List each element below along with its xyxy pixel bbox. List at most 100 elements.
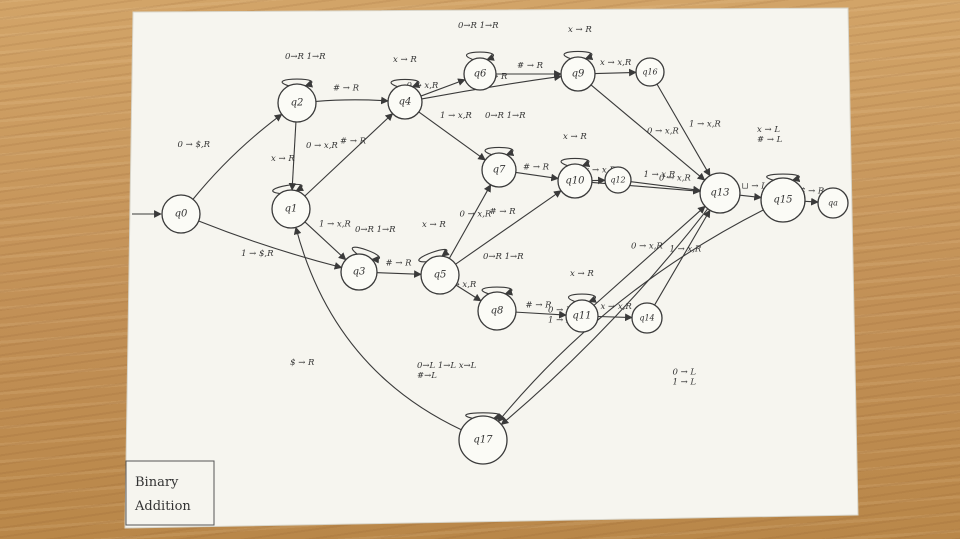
transition-q6-q6-label: 0→R 1→R xyxy=(458,21,499,31)
state-q17-circle xyxy=(458,415,508,465)
transition-q3-q5-label: # → R xyxy=(386,259,413,269)
transition-q5-q8-arrow xyxy=(455,284,482,302)
state-q14-label: q14 xyxy=(639,314,654,323)
transition-q17-q1-label: $ → R xyxy=(290,358,315,368)
state-q9-circle xyxy=(560,56,596,92)
state-q2-label: q2 xyxy=(291,98,304,109)
transition-q16-q13-label: 1 → x,R xyxy=(689,120,721,130)
transition-q5-q7-label: 0 → x,R xyxy=(460,210,492,220)
state-q9-label: q9 xyxy=(572,69,585,80)
state-q6-label: q6 xyxy=(474,69,487,80)
transition-q4-q7-arrow xyxy=(418,111,486,161)
transition-q6-q6-loop xyxy=(465,51,495,61)
transition-q1-q3-label: 1 → x,R xyxy=(319,220,351,230)
transition-q9-q13-label: 0 → x,R xyxy=(647,127,679,137)
transition-q0-q3-arrow xyxy=(198,220,343,270)
transition-q10-q10-loop xyxy=(560,157,591,168)
state-q11: q11 xyxy=(565,299,599,333)
state-q3-circle xyxy=(340,253,378,291)
transition-q11-q13-label: 0 → x,R xyxy=(631,242,663,252)
state-q15-label: q15 xyxy=(773,195,792,206)
state-q17-label: q17 xyxy=(473,435,493,446)
state-q10: q10 xyxy=(557,163,593,199)
state-q16: q16 xyxy=(635,57,665,87)
state-q8-circle xyxy=(477,291,517,331)
state-q11-circle xyxy=(565,299,599,333)
transition-q2-q4-label: # → R xyxy=(333,84,360,94)
transition-q12-q13-arrow xyxy=(630,181,701,194)
transition-q2-q2-label: 0→R 1→R xyxy=(285,52,326,62)
transition-q11-q13-arrow xyxy=(593,205,706,306)
paper-sheet xyxy=(124,7,859,529)
transition-q4-q9-arrow xyxy=(421,73,562,100)
state-q13: q13 xyxy=(699,172,741,214)
state-q4: q4 xyxy=(387,84,423,120)
transition-q15-q15-label: x → L# → L xyxy=(757,125,783,145)
transition-q7-q7-label: 0→R 1→R xyxy=(485,111,526,121)
transition-q1-q4-arrow xyxy=(304,113,394,197)
state-q1: q1 xyxy=(271,189,311,229)
transition-q8-q8-label: 0→R 1→R xyxy=(483,252,524,262)
state-q7-circle xyxy=(481,152,517,188)
state-q0-label: q0 xyxy=(175,209,188,220)
transition-q1-q1-label: x → R xyxy=(271,154,295,164)
state-q6-circle xyxy=(463,57,497,91)
transition-q8-q8-loop xyxy=(481,286,514,296)
transition-q1-q3-arrow xyxy=(304,221,347,261)
transition-q1-q4-label: # → R xyxy=(340,137,367,147)
transition-q9-q16-label: x → x,R xyxy=(600,58,632,68)
state-q5: q5 xyxy=(420,255,460,295)
state-q7: q7 xyxy=(481,152,517,188)
transition-q5-q5-label: x → R xyxy=(422,220,446,230)
transition-q10-q10-label: x → R xyxy=(563,132,587,142)
transition-q4-q7-label: 1 → x,R xyxy=(440,111,472,121)
state-q13-circle xyxy=(699,172,741,214)
transition-q17-q1-arrow xyxy=(293,226,462,431)
transition-q3-q3-label: 0→R 1→R xyxy=(355,225,396,235)
transition-q4-q6-arrow xyxy=(420,78,466,97)
transition-layer xyxy=(132,50,819,431)
corner-label: Binary Addition xyxy=(125,460,215,526)
state-q15-circle xyxy=(760,177,806,223)
transition-q2-q2-loop xyxy=(281,78,314,88)
state-qa: qa xyxy=(817,187,849,219)
transition-q11-q14-label: x → x,R xyxy=(601,302,633,312)
transition-q0-q3-label: 1 → $,R xyxy=(241,249,274,259)
state-q12-label: q12 xyxy=(610,176,625,185)
transition-q15-q15-loop xyxy=(766,173,801,183)
transition-q3-q3-loop xyxy=(351,246,380,264)
state-q10-label: q10 xyxy=(565,176,585,187)
state-q2: q2 xyxy=(277,83,317,123)
transition-q9-q9-loop xyxy=(563,50,594,61)
transition-q7-q10-arrow xyxy=(515,171,559,182)
state-q1-label: q1 xyxy=(285,204,298,215)
transition-q15-qa-label: $ → R xyxy=(800,187,825,197)
transition-q11-q11-loop xyxy=(567,293,597,303)
state-q12: q12 xyxy=(604,166,632,194)
transition-q11-q11-label: x → R xyxy=(570,269,594,279)
transition-q0-q2-arrow xyxy=(192,113,283,200)
state-q1-circle xyxy=(271,189,311,229)
transition-label-layer: 0 → $,R1 → $,R0→R 1→R# → R0 → x,Rx → R# … xyxy=(178,21,825,387)
transition-q4-q4-loop xyxy=(390,78,421,89)
transition-q5-q7-arrow xyxy=(448,184,492,259)
transition-q16-q13-arrow xyxy=(656,83,711,177)
transition-q5-q8-label: 1 → x,R xyxy=(445,280,477,290)
state-q12-circle xyxy=(604,166,632,194)
state-qa-circle xyxy=(817,187,849,219)
transition-q9-q13-arrow xyxy=(590,84,706,181)
state-q13-label: q13 xyxy=(710,188,729,199)
transition-q9-q9-label: x → R xyxy=(568,25,592,35)
transition-q17-q17-label: 0→L 1→L x→L#→L xyxy=(417,361,477,381)
state-q5-label: q5 xyxy=(434,270,447,281)
transition-q3-q5-arrow xyxy=(376,270,422,278)
state-qa-label: qa xyxy=(828,199,838,208)
state-q8-label: q8 xyxy=(491,306,504,317)
state-q4-circle xyxy=(387,84,423,120)
state-q6: q6 xyxy=(463,57,497,91)
state-q4-label: q4 xyxy=(399,97,412,108)
